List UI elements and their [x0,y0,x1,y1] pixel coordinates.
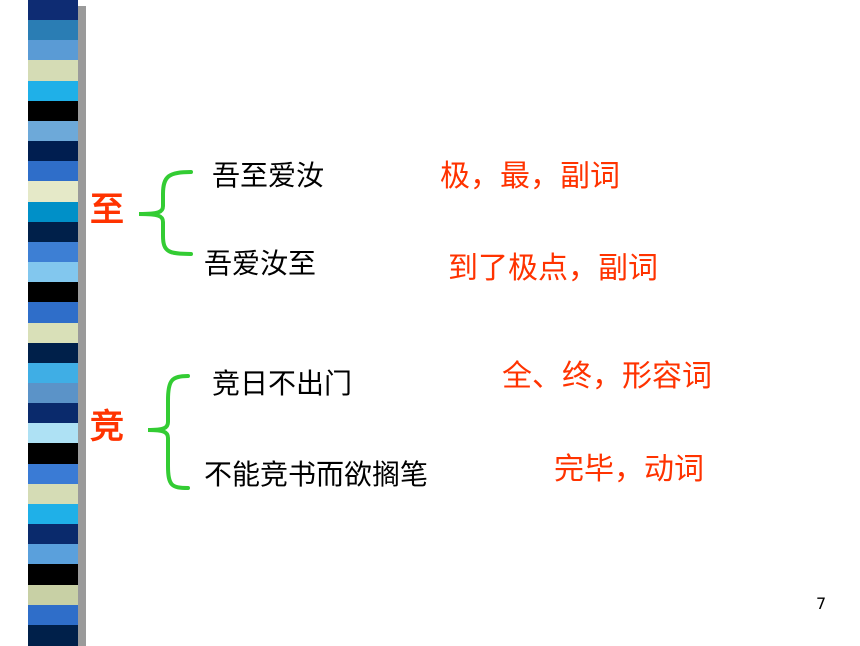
bar-stripe [28,141,78,162]
page-number: 7 [816,594,827,613]
bar-stripe [28,80,78,102]
bar-stripe [28,624,78,646]
bar-stripe [28,262,78,283]
bar-stripe [28,221,78,243]
example-sentence: 吾爱汝至 [204,247,317,280]
green-brace-icon [138,170,193,256]
word-meaning: 到了极点，副词 [448,251,658,286]
bar-stripe [28,382,78,404]
bar-stripe [28,20,78,41]
bar-stripe [28,423,78,444]
example-sentence: 竞日不出门 [212,367,353,400]
bar-stripe [28,463,78,485]
bar-stripe [28,100,78,122]
bar-stripe [28,604,78,626]
example-sentence: 不能竞书而欲搁笔 [204,458,429,491]
bar-stripe [28,403,78,424]
term-zhi: 至 [90,190,124,230]
bar-stripe [28,443,78,465]
bar-stripe [28,302,78,323]
bar-stripe [28,342,78,364]
decorative-left-bar [28,0,78,646]
bar-stripe [28,241,78,263]
bar-stripe [28,120,78,142]
bar-stripe [28,201,78,223]
bar-stripe [28,544,78,565]
word-meaning: 完毕，动词 [554,452,704,487]
bar-stripe [28,564,78,586]
bar-stripe [28,362,78,384]
bar-stripe [28,282,78,303]
bar-stripe [28,322,78,344]
bar-stripe [28,0,78,21]
bar-stripe [28,503,78,525]
bar-stripe [28,60,78,82]
example-sentence: 吾至爱汝 [212,159,325,192]
bar-stripe [28,584,78,606]
bar-stripe [28,524,78,545]
bar-stripe [28,181,78,203]
bar-stripe [28,161,78,182]
bar-stripe [28,483,78,505]
green-brace-icon [147,374,190,490]
word-meaning: 极，最，副词 [440,159,620,194]
term-jing: 竞 [90,407,124,447]
bar-stripe [28,40,78,61]
word-meaning: 全、终，形容词 [502,359,712,394]
